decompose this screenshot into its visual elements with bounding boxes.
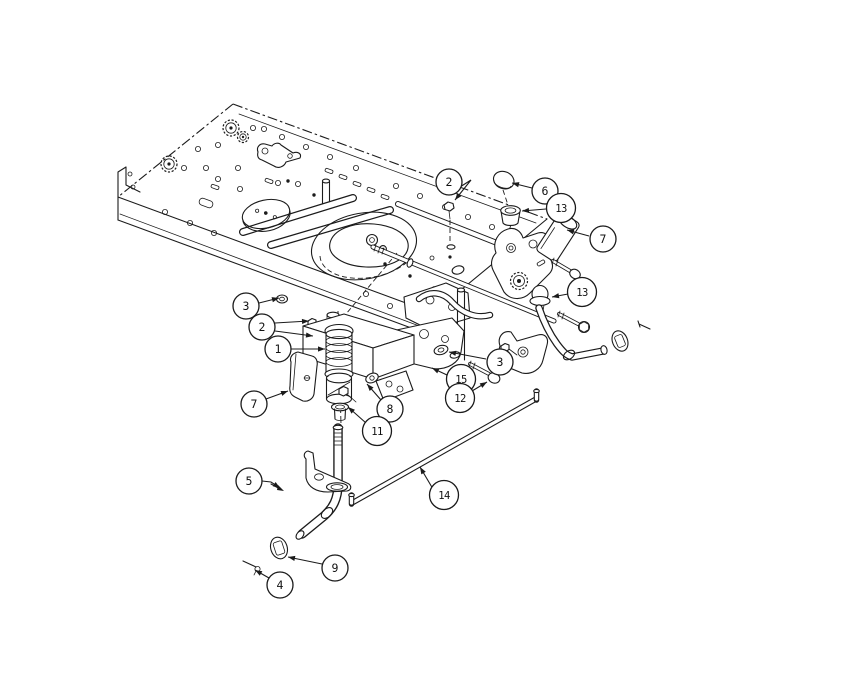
callout-14: 14 [419, 466, 460, 511]
keyhole-washer-right [611, 330, 629, 352]
flange-bushing-lower [330, 402, 350, 421]
svg-text:4: 4 [277, 578, 284, 592]
callout-1: 1 [264, 335, 325, 363]
svg-text:5: 5 [246, 474, 253, 488]
support-box [302, 313, 415, 380]
svg-text:3: 3 [497, 355, 504, 369]
svg-text:3: 3 [243, 299, 250, 313]
tie-rod [348, 388, 540, 507]
callout-9: 9 [287, 554, 349, 582]
svg-text:9: 9 [332, 561, 339, 575]
steering-arm [303, 450, 352, 493]
cotter-pin-right [637, 320, 651, 330]
svg-text:2: 2 [446, 175, 453, 189]
flange-bushing-upper [500, 205, 521, 226]
svg-text:12: 12 [454, 393, 466, 405]
svg-text:1: 1 [275, 342, 282, 356]
split-sleeve-left [289, 351, 318, 402]
callout-4: 4 [254, 569, 294, 599]
hex-screw-lower [338, 385, 357, 403]
svg-text:13: 13 [576, 287, 588, 299]
ribbed-bushing [324, 328, 354, 380]
drive-disc [241, 198, 291, 232]
shoulder-bolt [468, 360, 501, 384]
flat-washer-left [275, 294, 289, 304]
svg-text:7: 7 [600, 232, 607, 246]
callout-8: 8 [366, 383, 404, 423]
flat-washer [433, 344, 449, 356]
callout-2: 2 [248, 313, 314, 341]
hex-bolt-right [557, 310, 591, 334]
callout-3: 3 [232, 292, 280, 320]
keyhole-clip [269, 536, 289, 560]
steering-cap [492, 170, 515, 190]
callout-13: 13 [551, 276, 598, 308]
callout-5: 5 [235, 467, 281, 495]
callout-12: 12 [444, 381, 488, 414]
chassis-frame-illustration [117, 103, 548, 337]
screw-top [443, 201, 456, 259]
callout-11: 11 [347, 406, 393, 447]
svg-text:11: 11 [371, 426, 383, 438]
callout-2: 2 [435, 168, 472, 201]
sector-gear [509, 271, 529, 291]
left-assembly [275, 294, 415, 540]
svg-text:6: 6 [542, 184, 549, 198]
svg-text:13: 13 [555, 203, 567, 215]
rod-threads [373, 244, 385, 255]
shoulder-washer [365, 372, 379, 384]
support-strap [375, 370, 414, 402]
right-spindle-group [498, 284, 651, 374]
frame-holes [161, 125, 517, 320]
idler-lever [256, 142, 302, 168]
frame-corner-bracket [117, 166, 141, 198]
svg-text:15: 15 [455, 374, 467, 386]
svg-text:14: 14 [438, 490, 450, 502]
hex-bolt-upper [551, 257, 581, 280]
frame-slots [198, 167, 390, 209]
callout-7: 7 [240, 390, 289, 418]
svg-text:2: 2 [259, 320, 266, 334]
callout-3: 3 [448, 348, 514, 376]
svg-text:8: 8 [387, 402, 394, 416]
frame-rails [239, 194, 500, 249]
callout-13: 13 [521, 192, 577, 224]
svg-text:7: 7 [251, 397, 258, 411]
pulley-gear-icons [160, 119, 250, 173]
callout-7: 7 [566, 225, 617, 253]
